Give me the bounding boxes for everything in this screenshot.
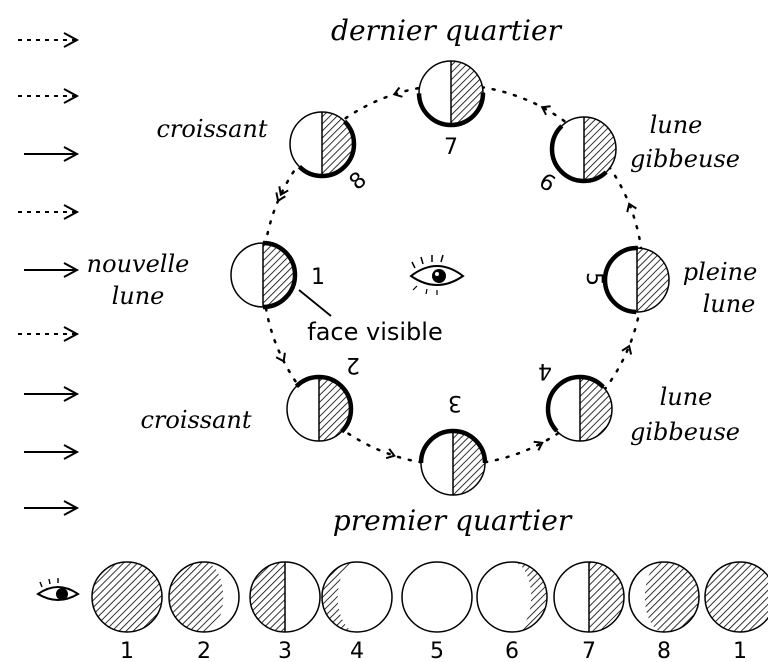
arrow-right-icon — [24, 263, 77, 277]
phase-number: 3 — [278, 639, 292, 662]
label-pleine-lune: lune — [703, 290, 756, 318]
phase-number: 8 — [657, 639, 671, 662]
phase-number: 5 — [430, 639, 444, 662]
orbit-arrowhead — [627, 204, 636, 212]
arrow-right-icon — [18, 89, 77, 103]
orbit-moon — [605, 248, 669, 312]
orbit-moon — [231, 243, 295, 307]
orbit-number: 4 — [538, 358, 552, 383]
orbit-moon — [552, 117, 616, 181]
label-nouvelle: nouvelle — [87, 250, 190, 278]
label-gibbeuse-bottom: lune — [660, 383, 713, 411]
phase-number: 2 — [197, 639, 211, 662]
phase-disk — [92, 562, 162, 632]
phase-number: 4 — [350, 639, 364, 662]
apparent-phases-row — [92, 562, 768, 632]
orbit-number: 6 — [534, 169, 559, 198]
arrow-right-icon — [24, 501, 77, 515]
label-croissant-top: croissant — [156, 115, 267, 143]
label-premier-quartier: premier quartier — [333, 504, 573, 537]
orbit-arrowhead — [276, 353, 285, 361]
phase-disk — [705, 562, 768, 632]
orbit-moon — [290, 112, 354, 176]
phase-number: 6 — [505, 639, 519, 662]
phase-disk — [554, 562, 624, 632]
arrow-right-icon — [24, 445, 77, 459]
orbit-number: 5 — [581, 272, 606, 286]
label-gibbeuse-top: lune — [650, 111, 703, 139]
face-visible-pointer — [299, 290, 331, 316]
phase-disk — [402, 562, 472, 632]
eye-icon — [38, 578, 78, 600]
eye-icon — [411, 255, 463, 295]
phase-row-numbers: 1 2 3 4 5 6 7 8 1 — [120, 639, 747, 662]
phase-disk — [629, 562, 699, 632]
label-pleine: pleine — [683, 258, 758, 286]
orbit-moon — [421, 431, 485, 495]
orbit-moon — [419, 61, 483, 125]
arrow-right-icon — [18, 205, 77, 219]
label-nouvelle-lune: lune — [112, 282, 165, 310]
label-face-visible: face visible — [307, 318, 442, 346]
label-gibbeuse-bottom-2: gibbeuse — [630, 418, 740, 446]
sunlight-arrows — [18, 33, 77, 515]
orbit-moon — [548, 377, 612, 441]
orbit-number: 7 — [444, 135, 458, 160]
phase-number: 1 — [733, 639, 747, 662]
label-gibbeuse-top-2: gibbeuse — [630, 145, 740, 173]
phase-disk — [477, 562, 547, 632]
orbit-moon — [287, 377, 351, 441]
phase-disk — [322, 562, 392, 632]
orbit-number: 3 — [448, 390, 462, 415]
label-dernier-quartier: dernier quartier — [331, 14, 563, 47]
phase-disk — [169, 562, 239, 632]
arrow-right-icon — [24, 387, 77, 401]
orbit-number: 2 — [346, 352, 360, 377]
label-croissant-bottom: croissant — [140, 406, 251, 434]
orbit-number: 1 — [311, 265, 325, 290]
phase-number: 1 — [120, 639, 134, 662]
phase-number: 7 — [582, 639, 596, 662]
orbit-arrowhead — [394, 87, 402, 96]
phase-disk — [250, 562, 320, 632]
orbit-arrowhead — [542, 106, 550, 115]
arrow-right-icon — [18, 327, 77, 341]
arrow-right-icon — [24, 147, 77, 161]
orbit-number: 8 — [345, 167, 372, 195]
arrow-right-icon — [18, 33, 77, 47]
